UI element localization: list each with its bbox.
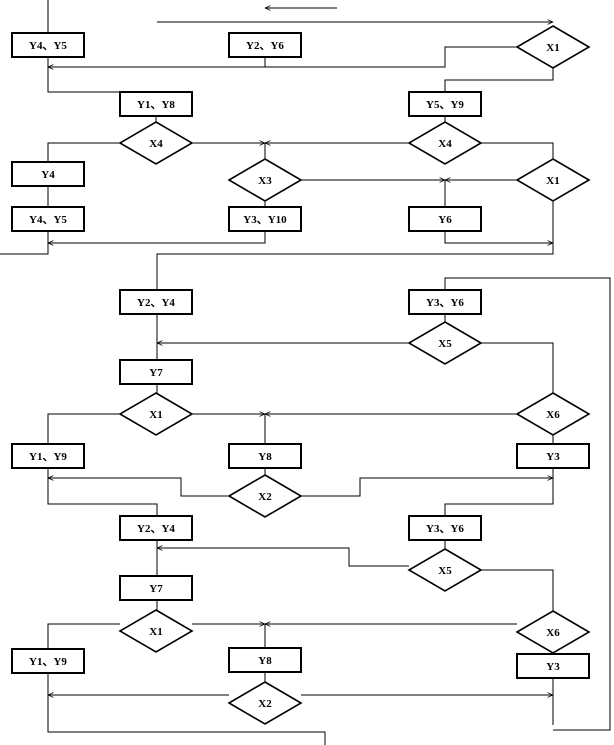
process-box: Y3、Y10 — [228, 206, 302, 232]
decision-diamond: X1 — [515, 158, 591, 202]
process-label: Y2、Y4 — [137, 523, 175, 535]
connector-line — [156, 201, 554, 290]
process-box: Y3 — [516, 443, 590, 469]
process-box: Y7 — [119, 575, 193, 601]
decision-diamond: X6 — [515, 610, 591, 654]
process-label: Y3 — [546, 451, 560, 463]
process-box: Y4 — [11, 161, 85, 187]
connector-line — [47, 57, 156, 93]
decision-label: X1 — [149, 626, 162, 638]
decision-label: X5 — [438, 565, 452, 577]
process-box: Y4、Y5 — [11, 32, 85, 58]
connector-line — [481, 342, 554, 393]
process-box: Y3、Y6 — [408, 515, 482, 541]
process-box: Y1、Y8 — [119, 91, 193, 117]
decision-diamond: X3 — [227, 158, 303, 202]
connector-line — [157, 548, 409, 567]
connector-line — [481, 569, 554, 611]
process-label: Y1、Y9 — [29, 656, 67, 668]
process-box: Y2、Y4 — [119, 289, 193, 315]
decision-label: X2 — [258, 491, 272, 503]
connector-line — [47, 673, 326, 745]
connector-line — [444, 231, 553, 243]
connector-line — [48, 478, 229, 497]
process-box: Y2、Y6 — [228, 32, 302, 58]
connector-line — [47, 142, 120, 162]
connector-line — [48, 46, 517, 67]
decision-label: X4 — [438, 138, 452, 150]
connector-line — [444, 277, 611, 731]
connector-line — [47, 413, 120, 444]
connector-line — [444, 68, 554, 92]
connector-line — [301, 478, 553, 497]
process-box: Y1、Y9 — [11, 443, 85, 469]
process-box: Y8 — [228, 443, 302, 469]
process-label: Y1、Y9 — [29, 451, 67, 463]
decision-diamond: X1 — [118, 609, 194, 653]
process-label: Y2、Y6 — [246, 40, 284, 52]
connector-line — [0, 231, 49, 255]
decision-diamond: X4 — [407, 121, 483, 165]
decision-label: X6 — [546, 409, 560, 421]
process-label: Y4、Y5 — [29, 40, 67, 52]
decision-label: X3 — [258, 175, 272, 187]
process-label: Y3、Y6 — [426, 297, 464, 309]
process-label: Y3、Y10 — [243, 214, 287, 226]
process-label: Y1、Y8 — [137, 99, 175, 111]
decision-diamond: X6 — [515, 392, 591, 436]
process-label: Y7 — [149, 583, 163, 595]
process-label: Y6 — [438, 214, 452, 226]
process-box: Y8 — [228, 647, 302, 673]
decision-label: X5 — [438, 338, 452, 350]
decision-label: X2 — [258, 698, 272, 710]
connector-line — [481, 142, 554, 159]
process-box: Y4、Y5 — [11, 206, 85, 232]
connector-line — [48, 231, 266, 243]
decision-label: X1 — [149, 409, 162, 421]
process-label: Y4 — [41, 169, 55, 181]
decision-diamond: X5 — [407, 321, 483, 365]
decision-label: X6 — [546, 627, 560, 639]
process-label: Y7 — [149, 367, 163, 379]
connector-line — [444, 468, 554, 516]
decision-diamond: X1 — [515, 25, 591, 69]
process-label: Y3、Y6 — [426, 523, 464, 535]
decision-diamond: X2 — [227, 474, 303, 518]
decision-diamond: X2 — [227, 681, 303, 725]
process-box: Y7 — [119, 359, 193, 385]
process-box: Y3、Y6 — [408, 289, 482, 315]
process-box: Y3 — [516, 653, 590, 679]
connector-line — [47, 623, 120, 649]
process-label: Y3 — [546, 661, 560, 673]
process-box: Y2、Y4 — [119, 515, 193, 541]
process-label: Y5、Y9 — [426, 99, 464, 111]
process-box: Y5、Y9 — [408, 91, 482, 117]
decision-label: X1 — [546, 175, 559, 187]
decision-diamond: X5 — [407, 548, 483, 592]
decision-diamond: X1 — [118, 392, 194, 436]
decision-label: X4 — [149, 138, 163, 150]
process-label: Y2、Y4 — [137, 297, 175, 309]
connector-line — [47, 468, 158, 516]
process-box: Y1、Y9 — [11, 648, 85, 674]
decision-label: X1 — [546, 42, 559, 54]
process-label: Y8 — [258, 451, 272, 463]
process-label: Y8 — [258, 655, 272, 667]
process-box: Y6 — [408, 206, 482, 232]
decision-diamond: X4 — [118, 121, 194, 165]
process-label: Y4、Y5 — [29, 214, 67, 226]
